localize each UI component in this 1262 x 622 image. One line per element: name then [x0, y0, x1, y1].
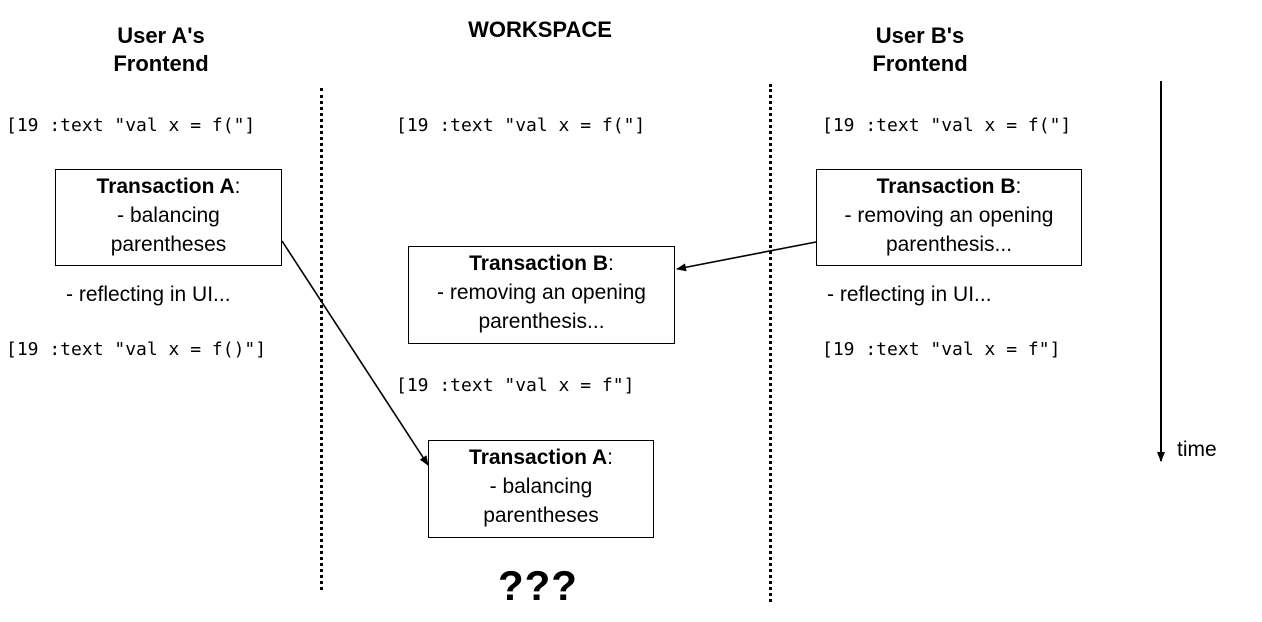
- transaction-name: Transaction A: [469, 446, 608, 469]
- workspace-transaction-b-box: Transaction B: - removing an opening par…: [408, 246, 675, 344]
- user-a-transaction-a-heading: Transaction A:: [56, 172, 281, 201]
- user-a-ui-note: - reflecting in UI...: [66, 283, 231, 306]
- transaction-colon: :: [234, 175, 241, 198]
- user-a-title-line2: Frontend: [113, 51, 209, 76]
- transaction-line2: parentheses: [110, 233, 227, 256]
- transaction-name: Transaction A: [96, 175, 235, 198]
- transaction-line1: - balancing: [489, 475, 593, 498]
- transaction-line1: - balancing: [117, 204, 220, 227]
- transaction-line2: parenthesis...: [478, 310, 605, 333]
- transaction-colon: :: [607, 446, 613, 469]
- transaction-line1: - removing an opening: [437, 281, 646, 304]
- user-b-title-line1: User B's: [875, 23, 965, 48]
- user-b-state-after: [19 :text "val x = f"]: [822, 339, 1061, 360]
- user-b-state-before: [19 :text "val x = f("]: [822, 115, 1072, 136]
- user-a-state-after: [19 :text "val x = f()"]: [6, 339, 267, 360]
- right-column-divider: [769, 84, 772, 602]
- user-b-column-title: User B's Frontend: [845, 22, 995, 78]
- transaction-colon: :: [1015, 175, 1022, 198]
- time-axis-label: time: [1177, 438, 1217, 461]
- user-a-title-line1: User A's: [117, 23, 205, 48]
- user-b-transaction-b-box: Transaction B: - removing an opening par…: [816, 169, 1082, 266]
- user-b-transaction-b-heading: Transaction B:: [817, 172, 1081, 201]
- workspace-column-title: WORKSPACE: [468, 17, 612, 42]
- transaction-line2: parenthesis...: [885, 233, 1013, 256]
- unknown-outcome-marks: ???: [498, 562, 578, 609]
- user-a-transaction-a-box: Transaction A: - balancing parentheses: [55, 169, 282, 266]
- transaction-a-send-arrow: [281, 240, 429, 466]
- transaction-b-send-arrow: [676, 241, 817, 272]
- transaction-line2: parentheses: [483, 504, 599, 527]
- user-a-column-title: User A's Frontend: [86, 22, 236, 78]
- transaction-line1: - removing an opening: [844, 204, 1054, 227]
- transaction-name: Transaction B: [876, 175, 1016, 198]
- workspace-state-before: [19 :text "val x = f("]: [396, 115, 646, 136]
- transaction-name: Transaction B: [469, 252, 609, 275]
- workspace-state-after-b: [19 :text "val x = f"]: [396, 375, 635, 396]
- workspace-transaction-a-heading: Transaction A:: [429, 443, 653, 472]
- user-a-state-before: [19 :text "val x = f("]: [6, 115, 256, 136]
- left-column-divider: [320, 88, 323, 590]
- workspace-transaction-b-heading: Transaction B:: [409, 249, 674, 278]
- user-b-ui-note: - reflecting in UI...: [827, 283, 992, 306]
- transaction-colon: :: [608, 252, 614, 275]
- workspace-transaction-a-box: Transaction A: - balancing parentheses: [428, 440, 654, 538]
- user-b-title-line2: Frontend: [872, 51, 968, 76]
